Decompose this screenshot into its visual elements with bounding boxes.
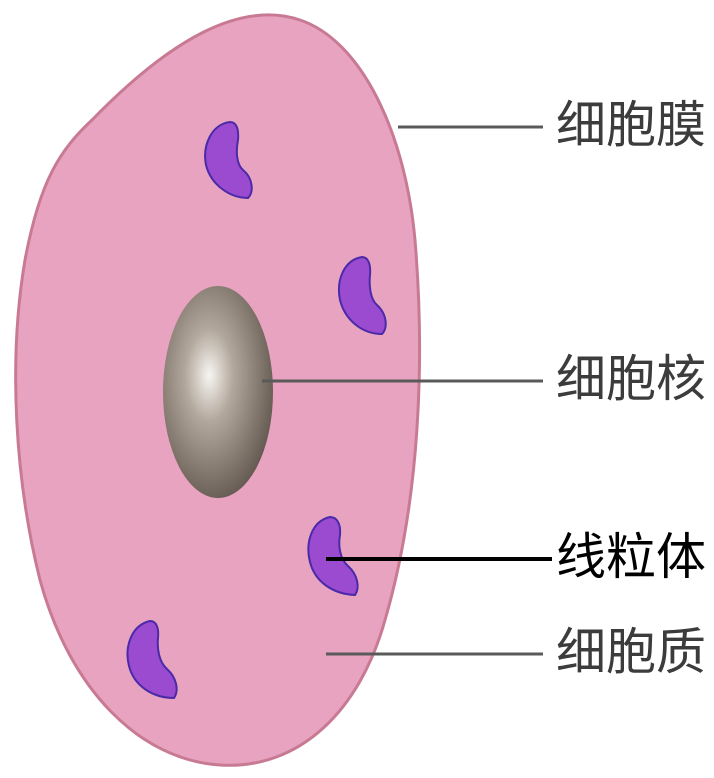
nucleus: [163, 286, 273, 498]
cytoplasm-label: 细胞质: [556, 627, 706, 677]
mitochondria-label: 线粒体: [556, 532, 706, 582]
nucleus-label: 细胞核: [556, 354, 706, 404]
membrane-label: 细胞膜: [556, 100, 706, 150]
